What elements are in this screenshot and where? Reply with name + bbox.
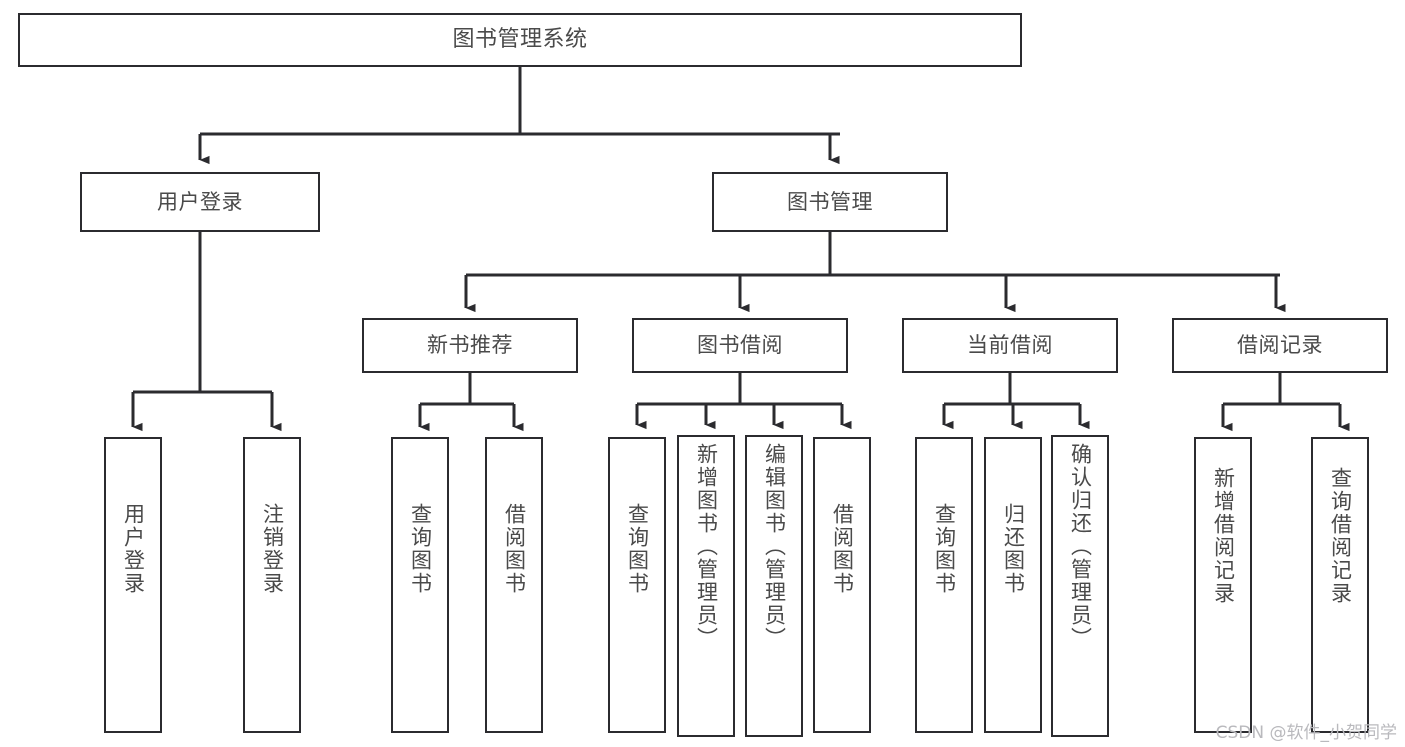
node-current-borrow[interactable]: 当前借阅 bbox=[902, 318, 1118, 373]
node-borrow-record[interactable]: 借阅记录 bbox=[1172, 318, 1388, 373]
node-label: 借阅图书 bbox=[830, 503, 855, 595]
leaf-query-borrow-record[interactable]: 查询借阅记录 bbox=[1311, 437, 1369, 733]
leaf-query-book-borrow[interactable]: 查询图书 bbox=[608, 437, 666, 733]
leaf-edit-book-admin[interactable]: 编辑图书（管理员） bbox=[745, 435, 803, 737]
watermark-text: CSDN @软件_小贺同学 bbox=[1215, 723, 1397, 743]
node-label: 当前借阅 bbox=[967, 333, 1053, 358]
leaf-query-book-current[interactable]: 查询图书 bbox=[915, 437, 973, 733]
leaf-borrow-book-recommend[interactable]: 借阅图书 bbox=[485, 437, 543, 733]
leaf-user-logout[interactable]: 注销登录 bbox=[243, 437, 301, 733]
leaf-return-book[interactable]: 归还图书 bbox=[984, 437, 1042, 733]
node-label: 图书管理系统 bbox=[452, 27, 588, 53]
node-new-book-recommend[interactable]: 新书推荐 bbox=[362, 318, 578, 373]
node-label: 借阅图书 bbox=[502, 503, 527, 595]
node-label: 编辑图书（管理员） bbox=[762, 443, 787, 650]
leaf-confirm-return-admin[interactable]: 确认归还（管理员） bbox=[1051, 435, 1109, 737]
leaf-add-book-admin[interactable]: 新增图书（管理员） bbox=[677, 435, 735, 737]
node-root-book-management-system[interactable]: 图书管理系统 bbox=[18, 13, 1022, 67]
node-label: 借阅记录 bbox=[1237, 333, 1323, 358]
node-label: 用户登录 bbox=[121, 503, 146, 595]
node-label: 查询图书 bbox=[625, 503, 650, 595]
node-label: 新增借阅记录 bbox=[1211, 467, 1236, 605]
leaf-user-login[interactable]: 用户登录 bbox=[104, 437, 162, 733]
leaf-query-book-recommend[interactable]: 查询图书 bbox=[391, 437, 449, 733]
node-book-management[interactable]: 图书管理 bbox=[712, 172, 948, 232]
node-label: 查询借阅记录 bbox=[1328, 467, 1353, 605]
node-label: 新增图书（管理员） bbox=[694, 443, 719, 650]
node-label: 图书借阅 bbox=[697, 333, 783, 358]
node-label: 注销登录 bbox=[260, 503, 285, 595]
node-label: 新书推荐 bbox=[427, 333, 513, 358]
node-book-borrow[interactable]: 图书借阅 bbox=[632, 318, 848, 373]
node-label: 查询图书 bbox=[408, 503, 433, 595]
leaf-borrow-book[interactable]: 借阅图书 bbox=[813, 437, 871, 733]
node-user-login[interactable]: 用户登录 bbox=[80, 172, 320, 232]
node-label: 图书管理 bbox=[787, 189, 873, 214]
node-label: 查询图书 bbox=[932, 503, 957, 595]
node-label: 确认归还（管理员） bbox=[1068, 443, 1093, 650]
node-label: 用户登录 bbox=[157, 189, 243, 214]
node-label: 归还图书 bbox=[1001, 503, 1026, 595]
leaf-add-borrow-record[interactable]: 新增借阅记录 bbox=[1194, 437, 1252, 733]
